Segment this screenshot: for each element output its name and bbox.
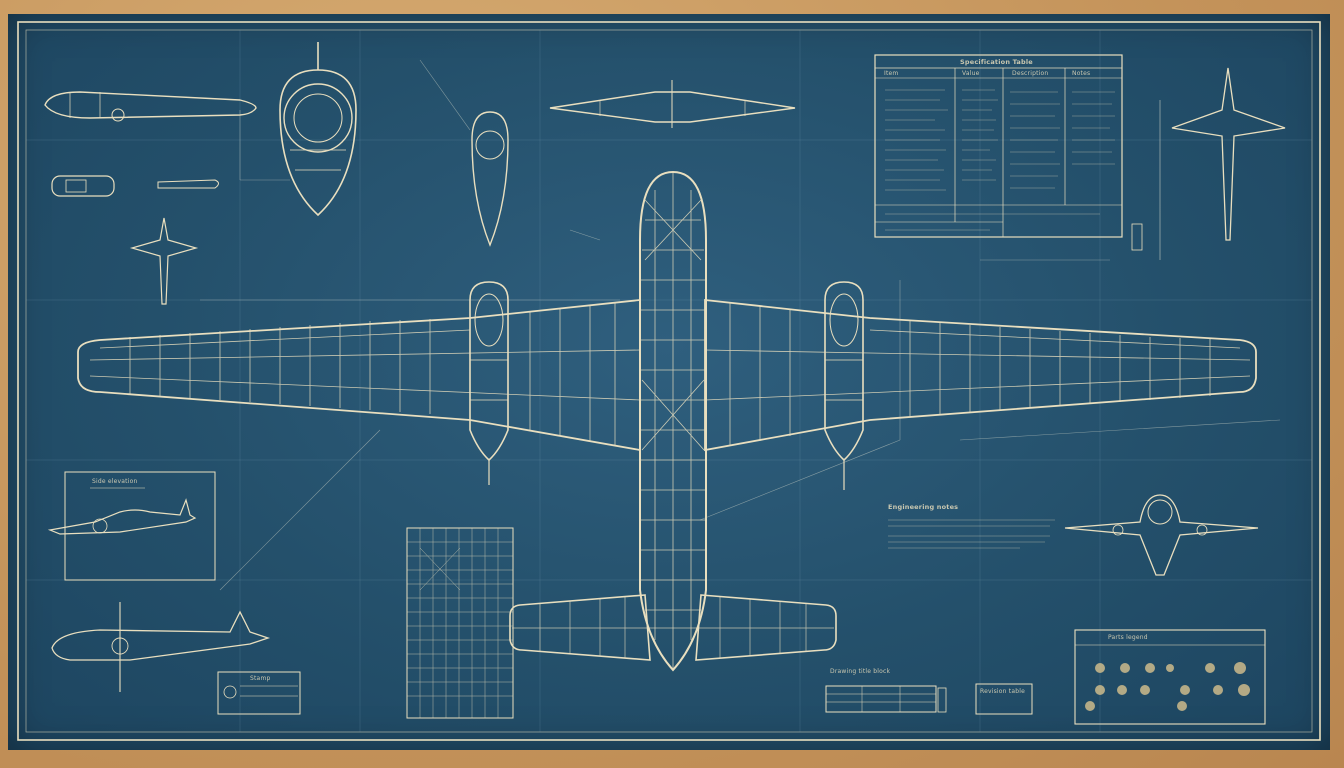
engine-detail-small [51, 175, 219, 197]
spec-col-item: Item [884, 70, 899, 77]
front-view-right [1064, 494, 1259, 576]
vertical-view-small [129, 217, 199, 305]
background-grid [26, 30, 1312, 732]
side-view-fuselage [44, 91, 257, 122]
inset-label: Side elevation [92, 478, 138, 485]
right-tailplane [695, 594, 837, 661]
left-wing [77, 298, 641, 452]
grid-detail [406, 527, 514, 719]
tail-vertical-view [1131, 67, 1286, 260]
title-block-title: Drawing title block [830, 668, 891, 675]
side-view-lower [51, 602, 271, 692]
left-tailplane [509, 594, 651, 661]
stamp-title: Stamp [250, 675, 271, 682]
stamp-block [217, 671, 301, 715]
main-aircraft-plan-view [77, 170, 1257, 672]
spec-col-description: Description [1012, 70, 1049, 77]
spec-table-title: Specification Table [960, 58, 1033, 66]
title-block [825, 683, 1033, 715]
spec-col-value: Value [962, 70, 980, 77]
parts-legend [1074, 629, 1266, 725]
outer-frame [17, 21, 1321, 741]
inner-frame [25, 29, 1313, 733]
front-view-nacelle [279, 42, 357, 217]
right-wing [704, 298, 1257, 452]
parts-legend-title: Parts legend [1108, 634, 1148, 641]
right-engine-nacelle [824, 281, 864, 490]
notes-block-title: Engineering notes [888, 503, 959, 511]
left-engine-nacelle [469, 281, 509, 485]
fuselage [639, 170, 707, 672]
specification-table [874, 54, 1123, 238]
spec-col-notes: Notes [1072, 70, 1091, 77]
wing-planform-small [549, 80, 796, 128]
title-block-subtitle: Revision table [980, 688, 1025, 695]
notes-block-lines [888, 519, 1055, 549]
side-view-inset [47, 471, 216, 581]
nose-front-view [471, 111, 509, 247]
